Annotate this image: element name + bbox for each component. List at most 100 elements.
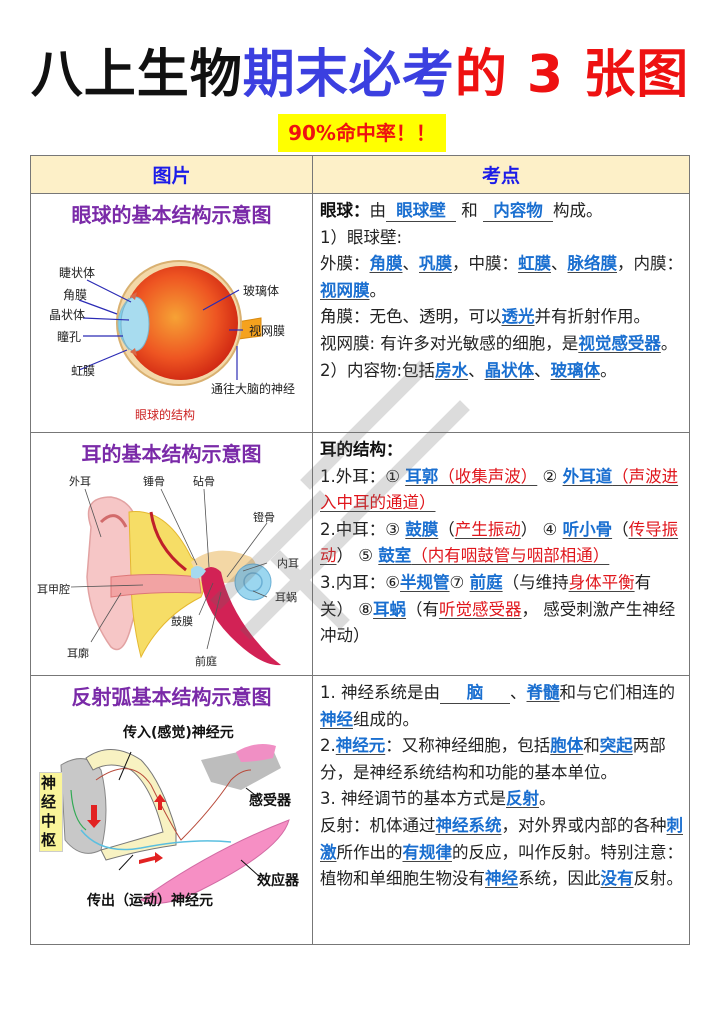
keyword: 神经元 xyxy=(335,736,386,756)
text: （有 xyxy=(406,599,440,619)
keyword: 视觉感受器 xyxy=(578,333,661,353)
study-table: 图片 考点 眼球的基本结构示意图 xyxy=(30,155,690,945)
keyword: 突起 xyxy=(599,736,633,756)
text: 。 xyxy=(660,333,678,353)
text: 。 xyxy=(539,789,556,809)
keyword: 胞体 xyxy=(550,736,584,756)
note: 产生振动 xyxy=(454,519,521,539)
reflex-line-nervous-system: 1. 神经系统是由脑、脊髓和与它们相连的神经组成的。 xyxy=(320,680,683,733)
text: 3. 神经调节的基本方式是 xyxy=(320,789,506,809)
keyword: 内容物 xyxy=(493,201,543,220)
table-row-eye: 眼球的基本结构示意图 xyxy=(30,193,690,433)
keyword: 刺激 xyxy=(320,815,683,862)
eye-label-optic-nerve: 通往大脑的神经 xyxy=(211,382,296,396)
text: 两部分，是神经系统结构和功能的基本单位。 xyxy=(320,736,666,782)
text: 2. xyxy=(320,736,336,756)
reflex-label-receptor: 感受器 xyxy=(249,793,291,809)
keyword: 有规律 xyxy=(402,842,453,862)
text: 、 xyxy=(510,683,527,702)
eye-line-layers: 外膜：角膜、巩膜，中膜：虹膜、脉络膜，内膜：视网膜。 xyxy=(320,251,683,304)
keyword: 前庭 xyxy=(469,572,503,592)
text: 的反应，叫作反射。特别注意：植物和单细胞生物没有 xyxy=(320,842,683,889)
keyword: 房水 xyxy=(435,360,469,380)
reflex-figure-title: 反射弧基本结构示意图 xyxy=(71,685,272,709)
eye-line-wall: 1）眼球壁: xyxy=(320,227,403,247)
keyword: 巩膜 xyxy=(419,254,452,274)
title-part-1: 八上生物 xyxy=(30,45,243,105)
reflex-label-afferent-neuron: 传入(感觉)神经元 xyxy=(123,725,234,741)
note: 传导振动 xyxy=(320,519,679,566)
reflex-line-neuron: 2.神经元：又称神经细胞，包括胞体和突起两部分，是神经系统结构和功能的基本单位。 xyxy=(320,733,683,786)
eye-figure-title: 眼球的基本结构示意图 xyxy=(71,203,272,227)
ear-label-outer-ear: 外耳 xyxy=(69,475,91,488)
keyword: 眼球壁 xyxy=(396,201,446,220)
ear-structure-heading: 耳的结构： xyxy=(320,440,403,459)
text: ， 感受刺激产生神经冲动） xyxy=(320,599,676,646)
keyword: 神经系统 xyxy=(435,815,502,835)
keyword: 听小骨 xyxy=(562,519,613,539)
reflex-figure-cell: 反射弧基本结构示意图 xyxy=(30,675,313,945)
ear-label-eardrum: 鼓膜 xyxy=(171,615,193,628)
eye-label-vitreous: 玻璃体 xyxy=(243,284,280,298)
keyword: 角膜 xyxy=(369,254,403,274)
reflex-line-definition: 反射：机体通过神经系统，对外界或内部的各种刺激所作出的有规律的反应，叫作反射。特… xyxy=(320,813,683,893)
table-row-ear: 耳的基本结构示意图 xyxy=(30,432,690,676)
text: （ xyxy=(612,519,629,539)
text: 视网膜: 有许多对光敏感的细胞，是 xyxy=(320,333,579,353)
text: 1.外耳：① xyxy=(320,466,406,486)
ear-label-incus: 砧骨 xyxy=(193,475,215,488)
ear-inner-lines: 3.内耳：⑥半规管⑦ 前庭（与维持身体平衡有关） ⑧耳蜗（有听觉感受器， 感受刺… xyxy=(320,570,683,650)
text: 所作出的 xyxy=(336,842,403,862)
reflex-arc-illustration xyxy=(60,744,290,904)
title-part-2: 期末必考 xyxy=(242,45,455,105)
reflex-label-center-box xyxy=(39,772,63,852)
table-header-row: 图片 考点 xyxy=(30,155,690,194)
text: 外膜： xyxy=(320,254,370,274)
note: 身体平衡 xyxy=(568,572,635,592)
ear-label-cochlea: 耳蜗 xyxy=(275,591,297,604)
eye-line-retina: 视网膜: 有许多对光敏感的细胞，是视觉感受器。 xyxy=(320,331,683,358)
text: 。 xyxy=(369,280,387,300)
keyword: 半规管 xyxy=(400,572,450,592)
text: 、 xyxy=(534,360,551,380)
text: 、 xyxy=(402,254,420,274)
ear-label-auricle: 耳廓 xyxy=(67,647,89,660)
ear-illustration xyxy=(70,488,281,666)
keyword: 反射 xyxy=(506,789,539,809)
keyword: 外耳道 xyxy=(562,466,613,486)
text: ，内膜： xyxy=(617,254,683,274)
ear-points-cell: 耳的结构： 1.外耳：① 耳郭（收集声波） ② 外耳道（声波进入中耳的通道） 2… xyxy=(312,432,690,676)
eye-figure-caption: 眼球的结构 xyxy=(135,408,196,422)
eye-figure-cell: 眼球的基本结构示意图 xyxy=(30,193,313,433)
reflex-line-basic-mode: 3. 神经调节的基本方式是反射。 xyxy=(320,786,683,813)
eye-label-ciliary-body: 睫状体 xyxy=(59,266,96,280)
keyword: 脊髓 xyxy=(526,683,560,702)
eye-diagram: 睫状体 角膜 晶状体 瞳孔 虹膜 玻璃体 视网膜 通往大脑的神经 眼球的结构 xyxy=(31,228,313,428)
text: 系统，因此 xyxy=(518,869,601,889)
keyword: 没有 xyxy=(600,869,634,889)
text: 。 xyxy=(600,360,617,380)
eye-label-cornea: 角膜 xyxy=(63,288,88,302)
ear-label-stapes: 镫骨 xyxy=(253,511,275,524)
text: 2）内容物:包括 xyxy=(320,360,436,380)
text: ，对外界或内部的各种 xyxy=(501,815,667,835)
keyword: 虹膜 xyxy=(518,254,551,274)
text: 由 xyxy=(369,201,387,220)
text-lead: 眼球： xyxy=(320,201,370,220)
table-row-reflex-arc: 反射弧基本结构示意图 xyxy=(30,675,690,945)
eye-points-cell: 眼球：由眼球壁 和 内容物构成。 1）眼球壁: 外膜：角膜、巩膜，中膜：虹膜、脉… xyxy=(312,193,690,433)
reflex-points-cell: 1. 神经系统是由脑、脊髓和与它们相连的神经组成的。 2.神经元：又称神经细胞，… xyxy=(312,675,690,945)
keyword: 耳蜗 xyxy=(373,599,407,619)
ear-label-malleus: 锤骨 xyxy=(143,475,165,488)
eye-label-pupil: 瞳孔 xyxy=(57,330,82,344)
column-header-points: 考点 xyxy=(312,155,690,194)
ear-diagram: 外耳 锤骨 砧骨 镫骨 内耳 耳甲腔 耳蜗 鼓膜 耳廓 前庭 xyxy=(31,467,313,672)
keyword: 神经 xyxy=(485,869,518,889)
text: 反射。 xyxy=(633,869,684,889)
reflex-label-effector: 效应器 xyxy=(257,873,299,889)
reflex-label-nerve-center: 神经中枢 xyxy=(41,774,57,849)
page-title: 八上生物期末必考的 3 张图 xyxy=(0,40,720,110)
note: （内有咽鼓管与咽部相通） xyxy=(411,546,610,566)
keyword: 晶状体 xyxy=(484,360,535,380)
text: 并有折射作用。 xyxy=(534,307,651,327)
